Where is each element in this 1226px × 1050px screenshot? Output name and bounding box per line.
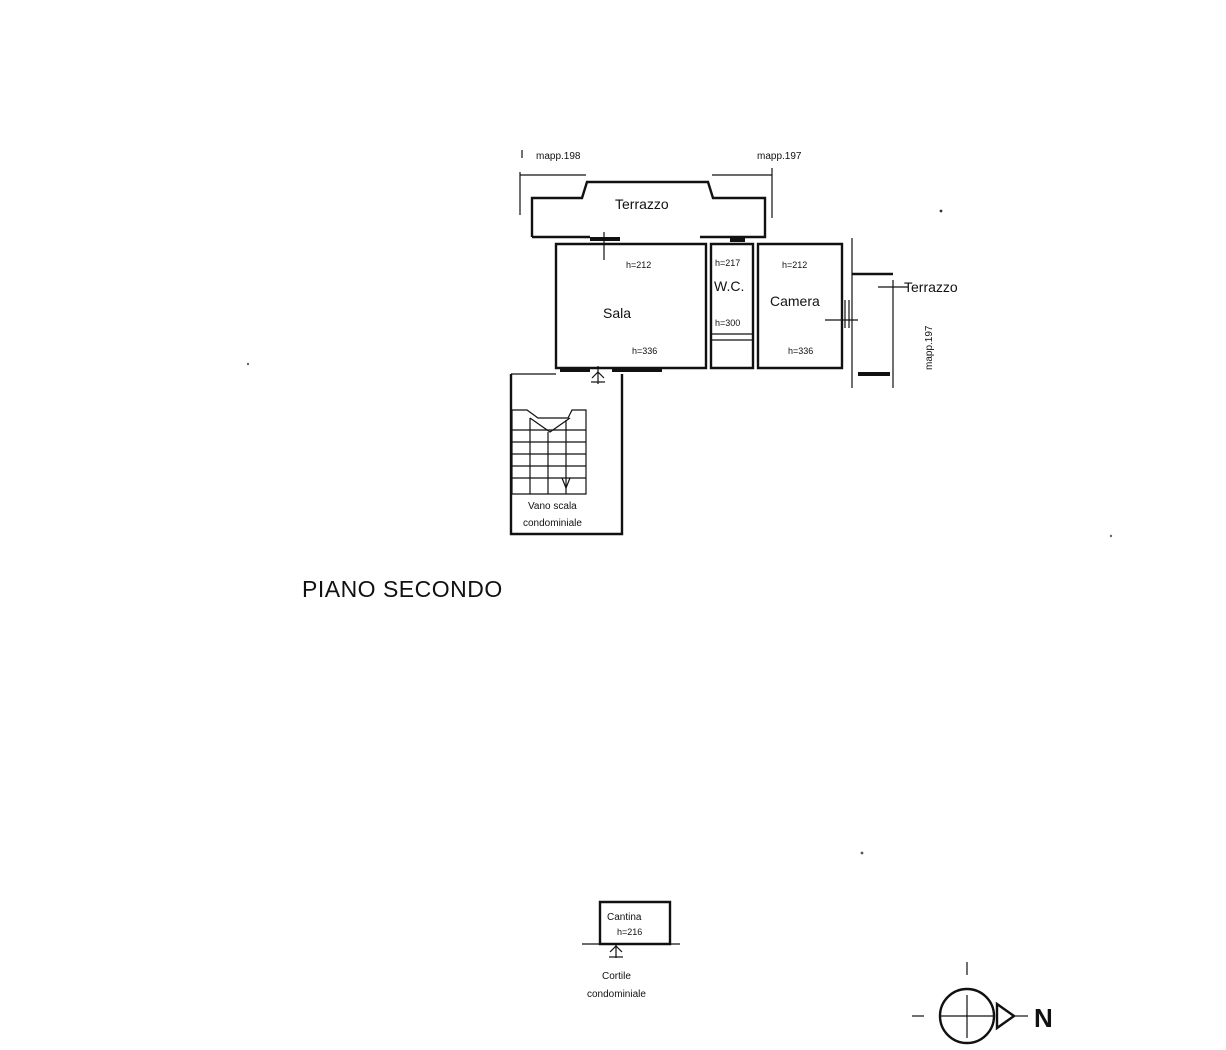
camera-height-bottom: h=336: [788, 346, 813, 356]
vano-scala-label: Vano scala: [528, 501, 577, 512]
north-arrow-icon: [912, 962, 1028, 1045]
cantina-label: Cantina: [607, 912, 642, 923]
wc-label: W.C.: [714, 278, 744, 294]
cantina: [582, 900, 680, 958]
floor-title: PIANO SECONDO: [302, 576, 503, 602]
property-boundaries: [519, 150, 894, 388]
north-letter: N: [1034, 1003, 1053, 1033]
terrazzo-top-label: Terrazzo: [615, 196, 669, 212]
scan-specks: [246, 209, 1113, 855]
cortile-condominiale-label: condominiale: [587, 989, 646, 1000]
cortile-label: Cortile: [602, 971, 631, 982]
sala-height-top: h=212: [626, 260, 651, 270]
main-rooms: [554, 238, 908, 384]
terrazzo-right-label: Terrazzo: [904, 279, 958, 295]
condominiale-stair-label: condominiale: [523, 518, 582, 529]
wc-height-bottom: h=300: [715, 318, 740, 328]
mapp-198-label: mapp.198: [536, 151, 581, 162]
top-terrace: [530, 180, 767, 260]
cantina-height: h=216: [617, 927, 642, 937]
mapp-197-side-label: mapp.197: [924, 325, 935, 370]
wc-height-top: h=217: [715, 258, 740, 268]
mapp-197-top-label: mapp.197: [757, 151, 802, 162]
sala-label: Sala: [603, 305, 631, 321]
camera-label: Camera: [770, 293, 820, 309]
stairwell: [509, 373, 624, 536]
sala-height-bottom: h=336: [632, 346, 657, 356]
camera-height-top: h=212: [782, 260, 807, 270]
